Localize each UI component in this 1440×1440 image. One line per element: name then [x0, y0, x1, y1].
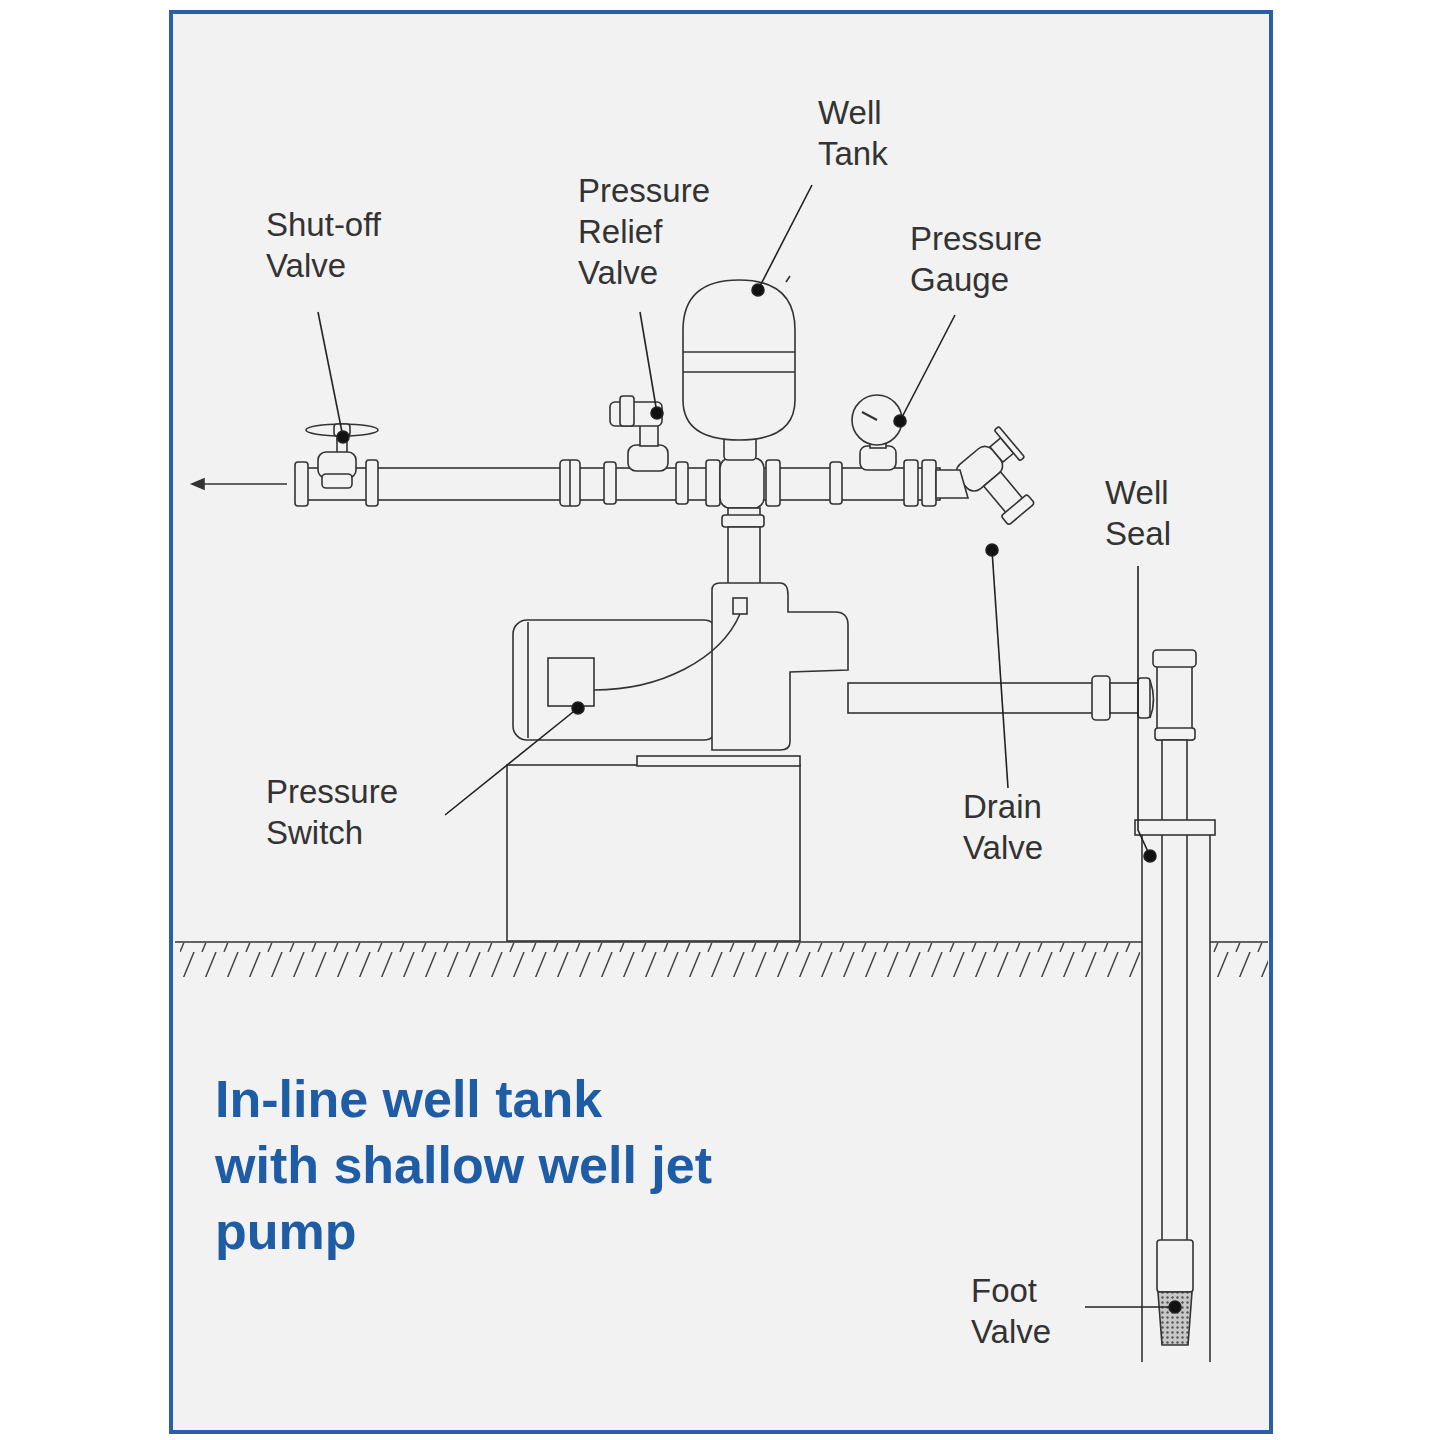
part-label: Pressure Relief Valve	[578, 170, 723, 293]
part-label: Foot Valve	[971, 1270, 1081, 1352]
part-label: Well Tank	[818, 92, 918, 174]
part-label: Pressure Switch	[266, 771, 411, 853]
part-label: Shut-off Valve	[266, 204, 406, 286]
diagram-title: In-line well tank with shallow well jet …	[215, 1066, 715, 1264]
part-label: Pressure Gauge	[910, 218, 1055, 300]
part-label: Well Seal	[1105, 472, 1205, 554]
plumbing	[175, 276, 1268, 1362]
frame	[171, 12, 1271, 1432]
part-label: Drain Valve	[963, 786, 1073, 868]
